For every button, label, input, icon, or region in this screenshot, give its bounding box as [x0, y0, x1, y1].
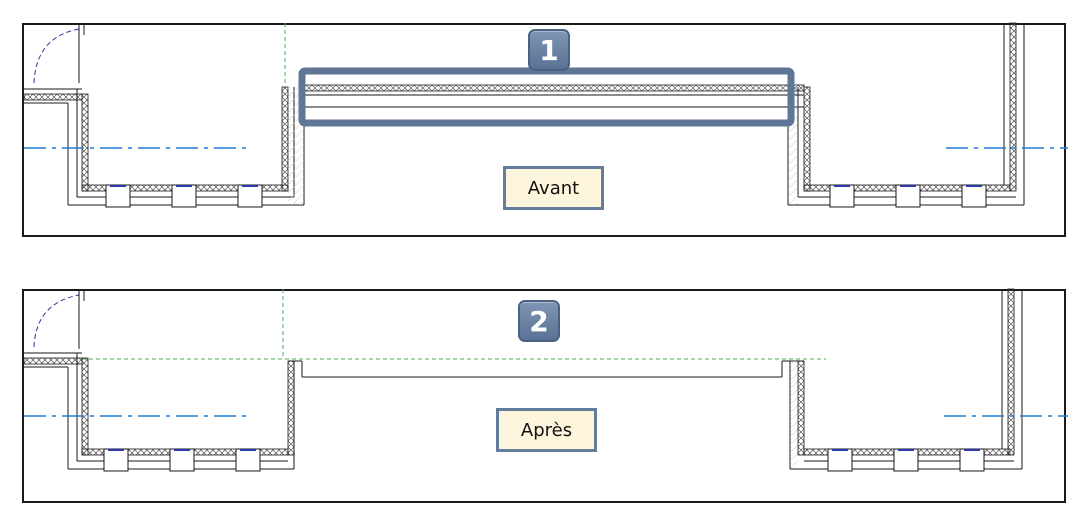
after-view-panel: 2 Après: [22, 288, 1068, 503]
after-label: Après: [496, 408, 597, 452]
before-label: Avant: [503, 166, 604, 210]
right-room-walls: [781, 288, 1023, 470]
before-view-panel: 1 Avant: [22, 22, 1068, 237]
left-room-windows: [105, 184, 263, 208]
right-room-windows: [827, 448, 985, 472]
step-2-badge: 2: [518, 300, 560, 342]
left-room-windows: [103, 448, 261, 472]
middle-wall: [303, 84, 805, 108]
after-floor-plan: [23, 288, 1068, 472]
wall-highlight-box: [298, 67, 795, 127]
door-swing-left: [33, 23, 85, 84]
right-room-windows: [829, 184, 987, 208]
before-floor-plan: [23, 22, 1068, 208]
right-room-walls: [787, 22, 1025, 206]
step-1-badge: 1: [528, 29, 570, 71]
door-swing-left: [33, 289, 85, 349]
